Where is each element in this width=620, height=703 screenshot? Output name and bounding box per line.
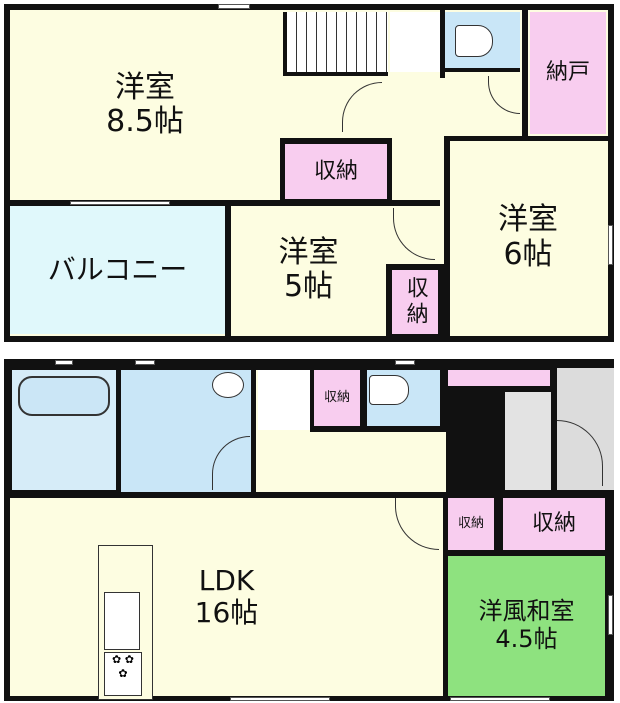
stair-landing: [390, 12, 440, 72]
toilet-icon: [455, 25, 493, 57]
storage-lower-small[interactable]: 収納: [448, 498, 494, 550]
stove-icon: ✿ ✿✿: [104, 652, 142, 696]
window: [218, 4, 250, 9]
sink-icon: [212, 372, 244, 398]
wall: [10, 200, 440, 206]
storage-lower-stairs[interactable]: 収納: [314, 370, 360, 426]
window: [395, 360, 415, 365]
shoe-storage: [448, 370, 550, 386]
toilet-icon: [369, 375, 409, 405]
storage-upper-2[interactable]: 収納: [392, 270, 438, 334]
window: [608, 225, 613, 265]
wall: [440, 10, 445, 78]
wall: [251, 368, 256, 492]
window: [230, 697, 330, 701]
entrance: [505, 392, 551, 490]
balcony: バルコニー: [10, 206, 225, 334]
stairs-lower: [258, 370, 310, 430]
sink-icon: [104, 592, 140, 650]
window: [135, 360, 155, 365]
storage-nando: 納戸: [530, 12, 606, 134]
window: [55, 360, 73, 365]
wall: [522, 10, 528, 142]
window: [70, 201, 170, 205]
storage-upper-1[interactable]: 収納: [285, 144, 387, 199]
wall: [444, 136, 608, 141]
bathtub-icon: [18, 376, 110, 416]
window: [450, 697, 550, 701]
wall: [116, 368, 121, 492]
wall: [10, 492, 608, 498]
storage-lower-large[interactable]: 収納: [503, 498, 605, 550]
wall: [225, 206, 231, 336]
stairs-upper: [283, 12, 388, 76]
window: [608, 595, 613, 635]
wall: [444, 136, 450, 336]
